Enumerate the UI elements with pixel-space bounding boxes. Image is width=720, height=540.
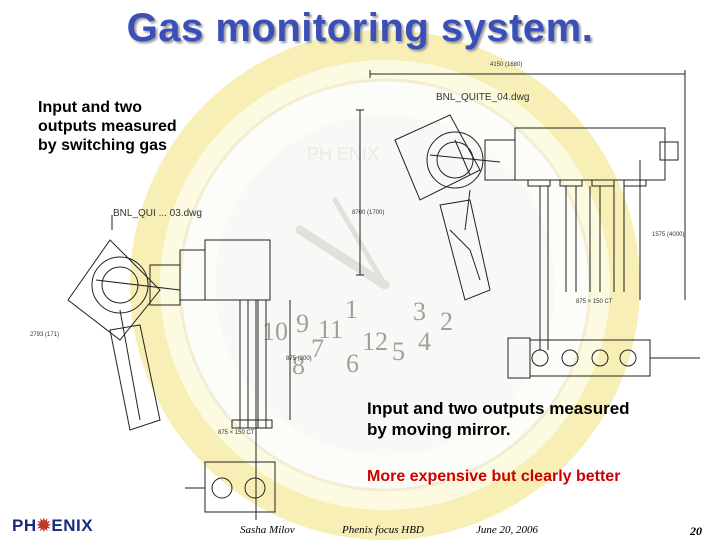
drawing-file-label-top: BNL_QUITE_04.dwg: [436, 92, 530, 103]
watermark-text: PH ENIX: [307, 144, 379, 164]
clock-number-6: 6: [346, 349, 359, 378]
clock-number-9: 9: [296, 309, 309, 338]
phenix-logo-left: PH: [12, 516, 37, 535]
page-number: 20: [690, 524, 702, 538]
note-more-expensive: More expensive but clearly better: [367, 468, 621, 485]
star-icon: ✹: [36, 516, 52, 535]
clock-numerals: 12 1 2 3 4 5 6 7 8 9 10 11: [262, 295, 453, 380]
footer-author: Sasha Milov: [240, 524, 295, 536]
clock-number-4: 4: [418, 327, 431, 356]
dimension-bottom-left: 875 × 150 CT: [218, 430, 255, 436]
clock-number-11: 11: [318, 315, 343, 344]
phenix-logo: PH✹ENIX: [12, 516, 93, 536]
clock-number-5: 5: [392, 337, 405, 366]
clock-number-8: 8: [292, 351, 305, 380]
dimension-bottom-right: 875 × 150 CT: [576, 299, 613, 305]
footer-date: June 20, 2006: [476, 524, 539, 536]
drawing-file-label-left: BNL_QUI ... 03.dwg: [113, 208, 202, 219]
dimension-left: 2793 (171): [30, 332, 60, 338]
dimension-mid: 875 (200): [286, 356, 312, 362]
phenix-logo-right: ENIX: [51, 516, 94, 535]
clock-number-3: 3: [413, 297, 426, 326]
dimension-right: 1575 (4000): [652, 232, 685, 238]
clock-number-2: 2: [440, 307, 453, 336]
clock-number-7: 7: [311, 334, 324, 363]
note-switching-gas: Input and two outputs measured by switch…: [38, 99, 177, 154]
clock-number-1: 1: [345, 295, 358, 324]
dimension-side: 8700 (1700): [352, 210, 385, 216]
clock-background-image: PH ENIX: [130, 30, 640, 540]
footer-event: Phenix focus HBD: [342, 524, 424, 536]
dimension-top: 4150 (1680): [490, 62, 523, 68]
drawing-top-right: [356, 70, 700, 379]
clock-number-12: 12: [362, 327, 388, 356]
drawing-bottom-left: [67, 215, 291, 513]
note-moving-mirror: Input and two outputs measured by moving…: [367, 399, 630, 439]
slide-title: Gas monitoring system.: [126, 6, 594, 50]
